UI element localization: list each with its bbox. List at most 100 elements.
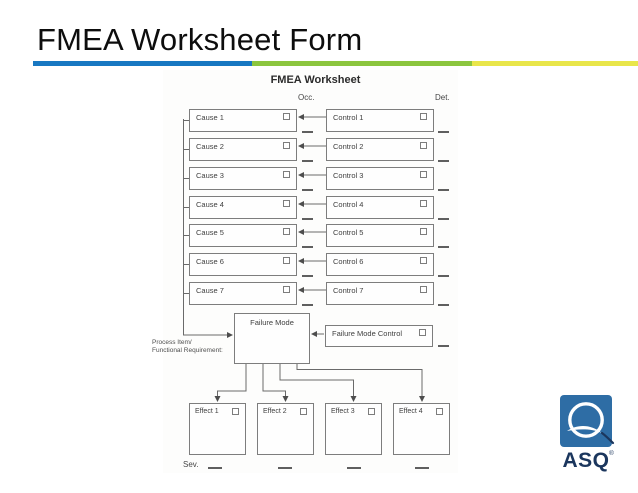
cause-box-3: Cause 3 xyxy=(189,167,297,190)
cause-box-1: Cause 1 xyxy=(189,109,297,132)
cause-box-6: Cause 6 xyxy=(189,253,297,276)
det-blank-6 xyxy=(438,275,449,277)
control-to-cause-lines xyxy=(303,116,326,291)
det-blank-2 xyxy=(438,160,449,162)
control-box-2: Control 2 xyxy=(326,138,434,161)
cause-4-label: Cause 4 xyxy=(196,200,224,209)
det-blank-fmc xyxy=(438,345,449,347)
sev-blank-4 xyxy=(415,467,429,469)
cause-5-label: Cause 5 xyxy=(196,228,224,237)
process-item-label: Process Item/ Functional Requirement: xyxy=(152,339,223,356)
effect-box-4: Effect 4 xyxy=(393,403,450,455)
control-6-checkbox xyxy=(420,257,427,264)
control-3-label: Control 3 xyxy=(333,171,364,180)
det-blank-4 xyxy=(438,218,449,220)
cause-7-label: Cause 7 xyxy=(196,286,224,295)
control-4-label: Control 4 xyxy=(333,200,364,209)
accent-bar xyxy=(33,61,638,66)
cause-6-checkbox xyxy=(283,257,290,264)
process-item-label-line2: Functional Requirement: xyxy=(152,347,223,355)
cause-3-checkbox xyxy=(283,171,290,178)
effect-3-checkbox xyxy=(368,408,375,415)
cause-box-5: Cause 5 xyxy=(189,224,297,247)
occ-blank-6 xyxy=(302,275,313,277)
control-7-checkbox xyxy=(420,286,427,293)
cause-2-checkbox xyxy=(283,142,290,149)
effect-1-label: Effect 1 xyxy=(195,408,219,415)
effect-1-checkbox xyxy=(232,408,239,415)
det-column-label: Det. xyxy=(435,93,450,102)
accent-bar-yellow-segment xyxy=(472,61,638,66)
failure-mode-control-label: Failure Mode Control xyxy=(332,329,403,338)
sev-label: Sev. xyxy=(183,460,199,469)
cause-box-2: Cause 2 xyxy=(189,138,297,161)
effect-2-label: Effect 2 xyxy=(263,408,287,415)
det-blank-1 xyxy=(438,131,449,133)
control-3-checkbox xyxy=(420,171,427,178)
asq-wordmark: ASQ xyxy=(562,449,609,472)
asq-logo: ASQ ® xyxy=(560,395,615,472)
control-box-7: Control 7 xyxy=(326,282,434,305)
effect-3-label: Effect 3 xyxy=(331,408,355,415)
det-blank-5 xyxy=(438,246,449,248)
failure-mode-control-box: Failure Mode Control xyxy=(325,325,433,347)
det-blank-7 xyxy=(438,304,449,306)
control-4-checkbox xyxy=(420,200,427,207)
q-swoosh xyxy=(567,425,602,433)
fm-to-effect4-line xyxy=(296,364,423,397)
failure-mode-control-checkbox xyxy=(419,329,426,336)
control-6-label: Control 6 xyxy=(333,257,364,266)
control-box-4: Control 4 xyxy=(326,196,434,219)
accent-bar-blue-segment xyxy=(33,61,252,66)
slide-title: FMEA Worksheet Form xyxy=(37,22,363,57)
control-box-5: Control 5 xyxy=(326,224,434,247)
fm-to-effect1-line xyxy=(217,364,247,397)
cause-1-checkbox xyxy=(283,113,290,120)
worksheet-title: FMEA Worksheet xyxy=(270,74,361,86)
occ-blank-2 xyxy=(302,160,313,162)
occ-blank-7 xyxy=(302,304,313,306)
effect-4-label: Effect 4 xyxy=(399,408,423,415)
cause-stub-lines xyxy=(183,120,189,294)
sev-blank-3 xyxy=(347,467,361,469)
control-2-checkbox xyxy=(420,142,427,149)
cause-box-4: Cause 4 xyxy=(189,196,297,219)
q-swoosh-tail xyxy=(600,431,615,445)
accent-bar-green-segment xyxy=(252,61,472,66)
effect-4-checkbox xyxy=(436,408,443,415)
effect-2-checkbox xyxy=(300,408,307,415)
cause-1-label: Cause 1 xyxy=(196,113,224,122)
failure-mode-box: Failure Mode xyxy=(234,313,310,364)
effect-box-1: Effect 1 xyxy=(189,403,246,455)
q-ring xyxy=(568,402,604,438)
occ-blank-3 xyxy=(302,189,313,191)
cause-box-7: Cause 7 xyxy=(189,282,297,305)
cause-2-label: Cause 2 xyxy=(196,142,224,151)
asq-registered-mark: ® xyxy=(609,449,614,457)
control-box-6: Control 6 xyxy=(326,253,434,276)
cause-6-label: Cause 6 xyxy=(196,257,224,266)
effect-box-3: Effect 3 xyxy=(325,403,382,455)
occ-column-label: Occ. xyxy=(298,93,315,102)
control-1-label: Control 1 xyxy=(333,113,364,122)
control-box-3: Control 3 xyxy=(326,167,434,190)
control-5-label: Control 5 xyxy=(333,228,364,237)
occ-blank-4 xyxy=(302,218,313,220)
sev-blank-1 xyxy=(208,467,222,469)
det-blank-3 xyxy=(438,189,449,191)
process-item-label-line1: Process Item/ xyxy=(152,339,192,346)
cause-3-label: Cause 3 xyxy=(196,171,224,180)
control-1-checkbox xyxy=(420,113,427,120)
arrowheads xyxy=(214,114,425,402)
sev-blank-2 xyxy=(278,467,292,469)
occ-blank-1 xyxy=(302,131,313,133)
failure-mode-label: Failure Mode xyxy=(250,318,294,327)
control-5-checkbox xyxy=(420,228,427,235)
occ-blank-5 xyxy=(302,246,313,248)
fm-to-effect2-line xyxy=(262,364,286,397)
control-box-1: Control 1 xyxy=(326,109,434,132)
cause-5-checkbox xyxy=(283,228,290,235)
control-2-label: Control 2 xyxy=(333,142,364,151)
effect-box-2: Effect 2 xyxy=(257,403,314,455)
